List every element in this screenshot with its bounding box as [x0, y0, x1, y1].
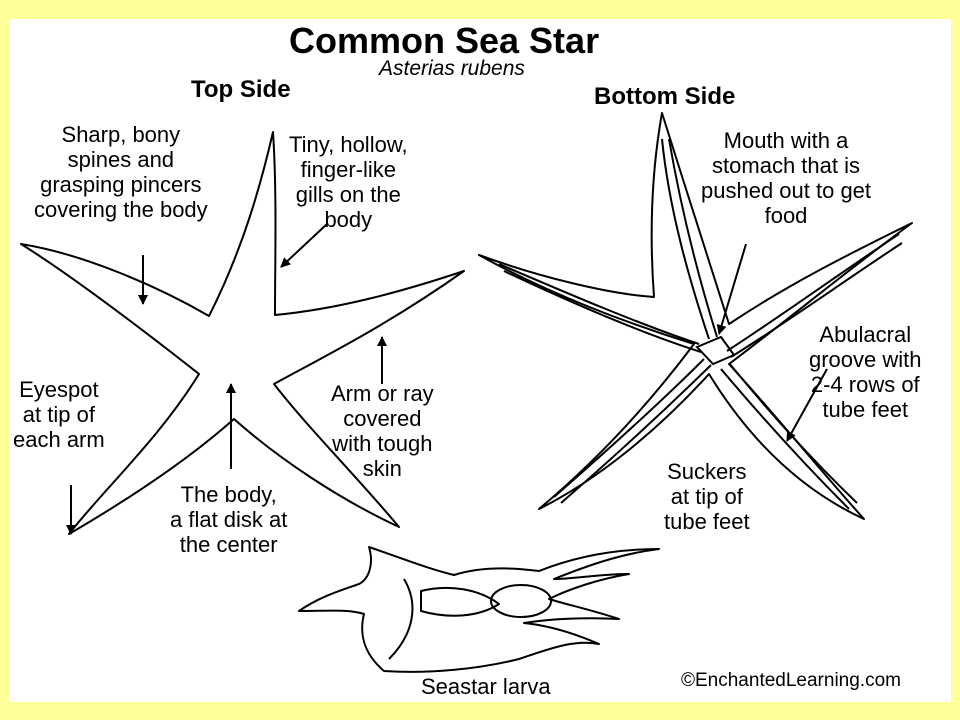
label-spines: Sharp, bony spines and grasping pincers … [34, 122, 208, 222]
arrow-gills [280, 223, 328, 268]
larva-drawing [298, 546, 660, 673]
label-body: The body, a flat disk at the center [170, 482, 288, 557]
diagram-panel: Common Sea Star Asterias rubens Top Side… [9, 19, 951, 702]
label-suckers: Suckers at tip of tube feet [664, 459, 750, 534]
arrow-mouth [716, 243, 747, 335]
section-top-side: Top Side [191, 76, 291, 103]
top-star-outline [20, 131, 465, 535]
credit-text: ©EnchantedLearning.com [681, 670, 901, 691]
diagram-title: Common Sea Star [289, 20, 600, 61]
label-eyespot: Eyespot at tip of each arm [13, 377, 105, 452]
label-arm: Arm or ray covered with tough skin [331, 381, 434, 481]
arrow-groove [786, 368, 828, 442]
diagram-subtitle: Asterias rubens [379, 57, 525, 80]
section-bottom-side: Bottom Side [594, 83, 736, 110]
diagram-art [20, 112, 913, 673]
annotation-arrows [66, 223, 828, 535]
label-gills: Tiny, hollow, finger-like gills on the b… [289, 132, 408, 232]
label-groove: Abulacral groove with 2-4 rows of tube f… [809, 322, 922, 422]
label-mouth: Mouth with a stomach that is pushed out … [701, 128, 872, 228]
bottom-star-grooves [498, 138, 903, 510]
label-larva: Seastar larva [421, 674, 551, 699]
bottom-star-outline [478, 112, 913, 520]
